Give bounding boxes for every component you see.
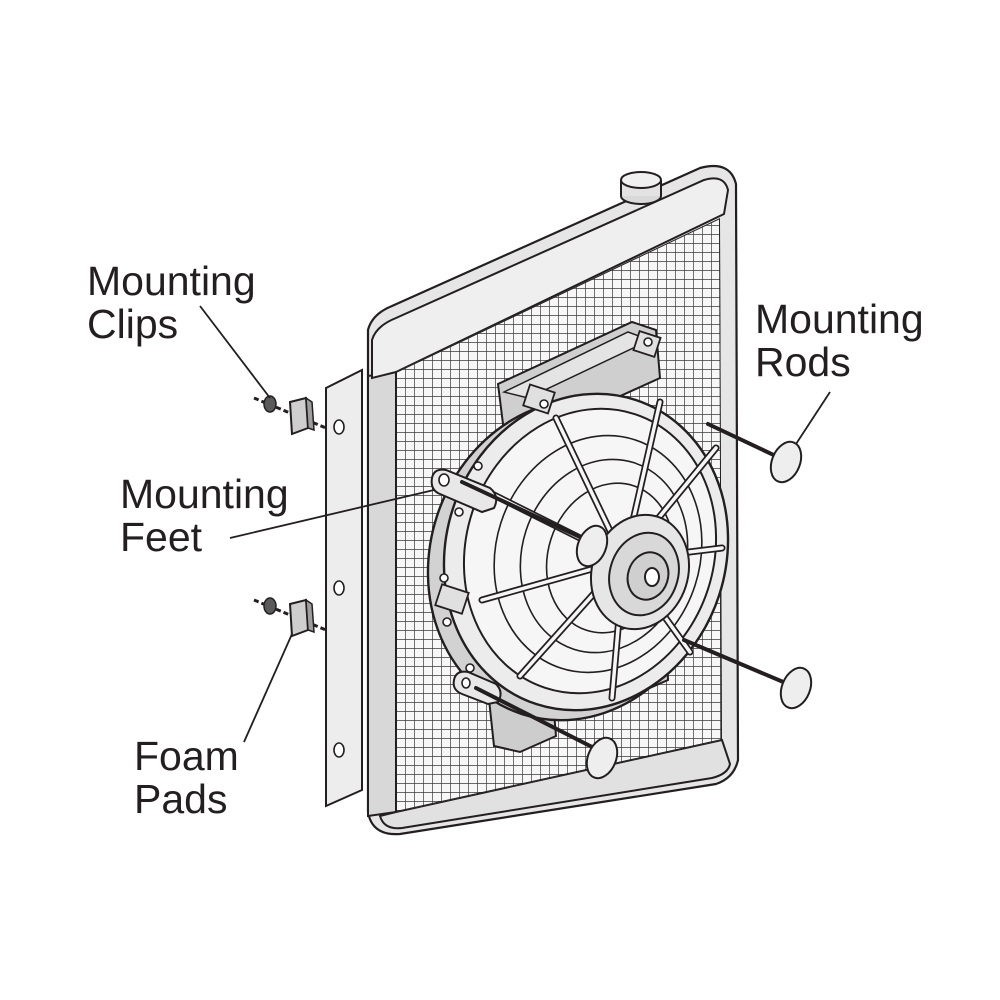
label-line: Pads — [134, 776, 228, 822]
side-bracket — [325, 368, 363, 808]
label-mounting-feet: Mounting Feet — [120, 473, 289, 559]
mounting-rods — [460, 422, 790, 752]
label-foam-pads: Foam Pads — [134, 735, 239, 821]
label-line: Foam — [134, 733, 239, 779]
label-line: Feet — [120, 514, 203, 560]
leader-mounting-feet — [229, 489, 435, 539]
mounting-clip — [263, 395, 277, 413]
clip-and-pad-upper — [253, 395, 327, 436]
radiator-cap — [620, 171, 662, 205]
bracket-hole — [333, 580, 345, 596]
label-mounting-clips: Mounting Clips — [87, 260, 256, 346]
clip-and-pad-lower — [253, 597, 327, 638]
leader-mounting-rods — [795, 391, 831, 445]
label-mounting-rods: Mounting Rods — [755, 298, 924, 384]
foam-pad — [288, 396, 310, 436]
bracket-hole — [333, 419, 345, 435]
foam-pad — [288, 598, 310, 638]
mounting-clip — [263, 597, 277, 615]
mounting-rod — [474, 686, 600, 752]
label-line: Clips — [87, 301, 179, 347]
label-line: Mounting — [120, 471, 289, 517]
mounting-rod — [682, 638, 790, 686]
label-line: Rods — [755, 339, 851, 385]
mounting-rod — [706, 422, 782, 460]
mounting-rod — [460, 480, 584, 540]
bracket-hole — [333, 742, 345, 758]
leader-foam-pads — [243, 633, 293, 743]
fan-motor-hub — [589, 513, 691, 631]
rod-end-caps — [575, 440, 813, 780]
leader-lines — [199, 305, 831, 743]
leader-mounting-clips — [199, 305, 271, 399]
label-line: Mounting — [87, 258, 256, 304]
label-line: Mounting — [755, 296, 924, 342]
